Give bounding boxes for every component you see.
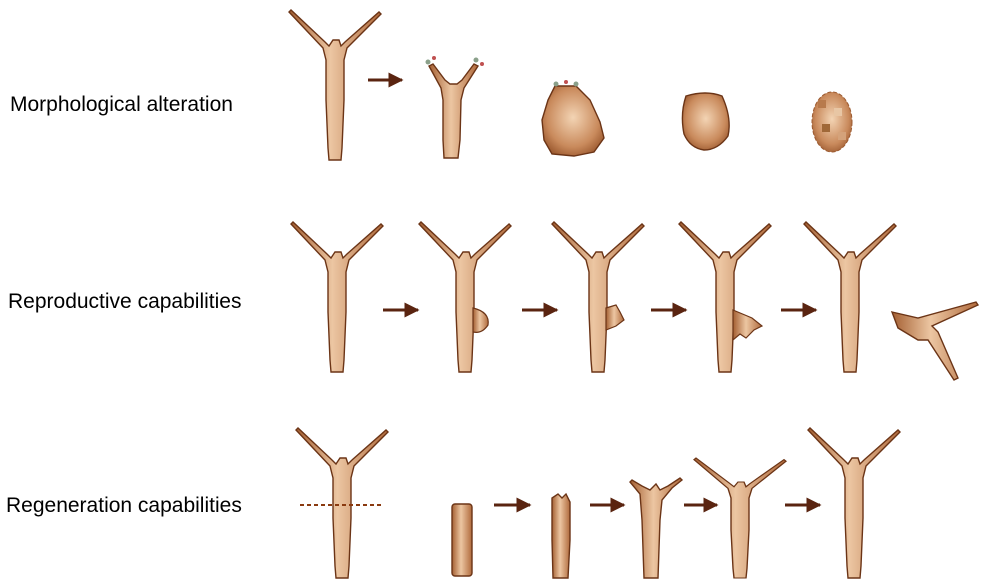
hydra-bud-stage-3 bbox=[679, 222, 771, 372]
hydra-shortened-tentacles bbox=[426, 56, 485, 158]
hydra-growing-tentacles bbox=[694, 458, 786, 578]
row-morphological bbox=[289, 10, 852, 160]
bud-small bbox=[473, 308, 488, 332]
hydra-parent bbox=[804, 222, 896, 372]
hydra-bud-stage-1 bbox=[419, 222, 511, 372]
hydra-detached-offspring bbox=[892, 302, 978, 380]
hydra-rounded-body bbox=[682, 93, 729, 150]
bud-growing bbox=[606, 305, 624, 330]
hydra-normal bbox=[289, 10, 381, 160]
bud-with-tentacles bbox=[733, 310, 762, 340]
hydra-early-tentacles bbox=[630, 478, 682, 578]
hydra-bud-stage-2 bbox=[552, 222, 644, 372]
hydra-disintegrated bbox=[812, 92, 852, 152]
hydra-contracted-blob bbox=[542, 80, 604, 156]
hydra-body-fragment bbox=[452, 504, 472, 576]
hydra-intact bbox=[296, 428, 388, 578]
row-regeneration bbox=[296, 428, 900, 578]
hydra-adult bbox=[291, 222, 383, 372]
hydra-fully-regenerated bbox=[808, 428, 900, 578]
hydra-regenerating-head bbox=[552, 494, 570, 578]
row-reproductive bbox=[291, 222, 978, 380]
